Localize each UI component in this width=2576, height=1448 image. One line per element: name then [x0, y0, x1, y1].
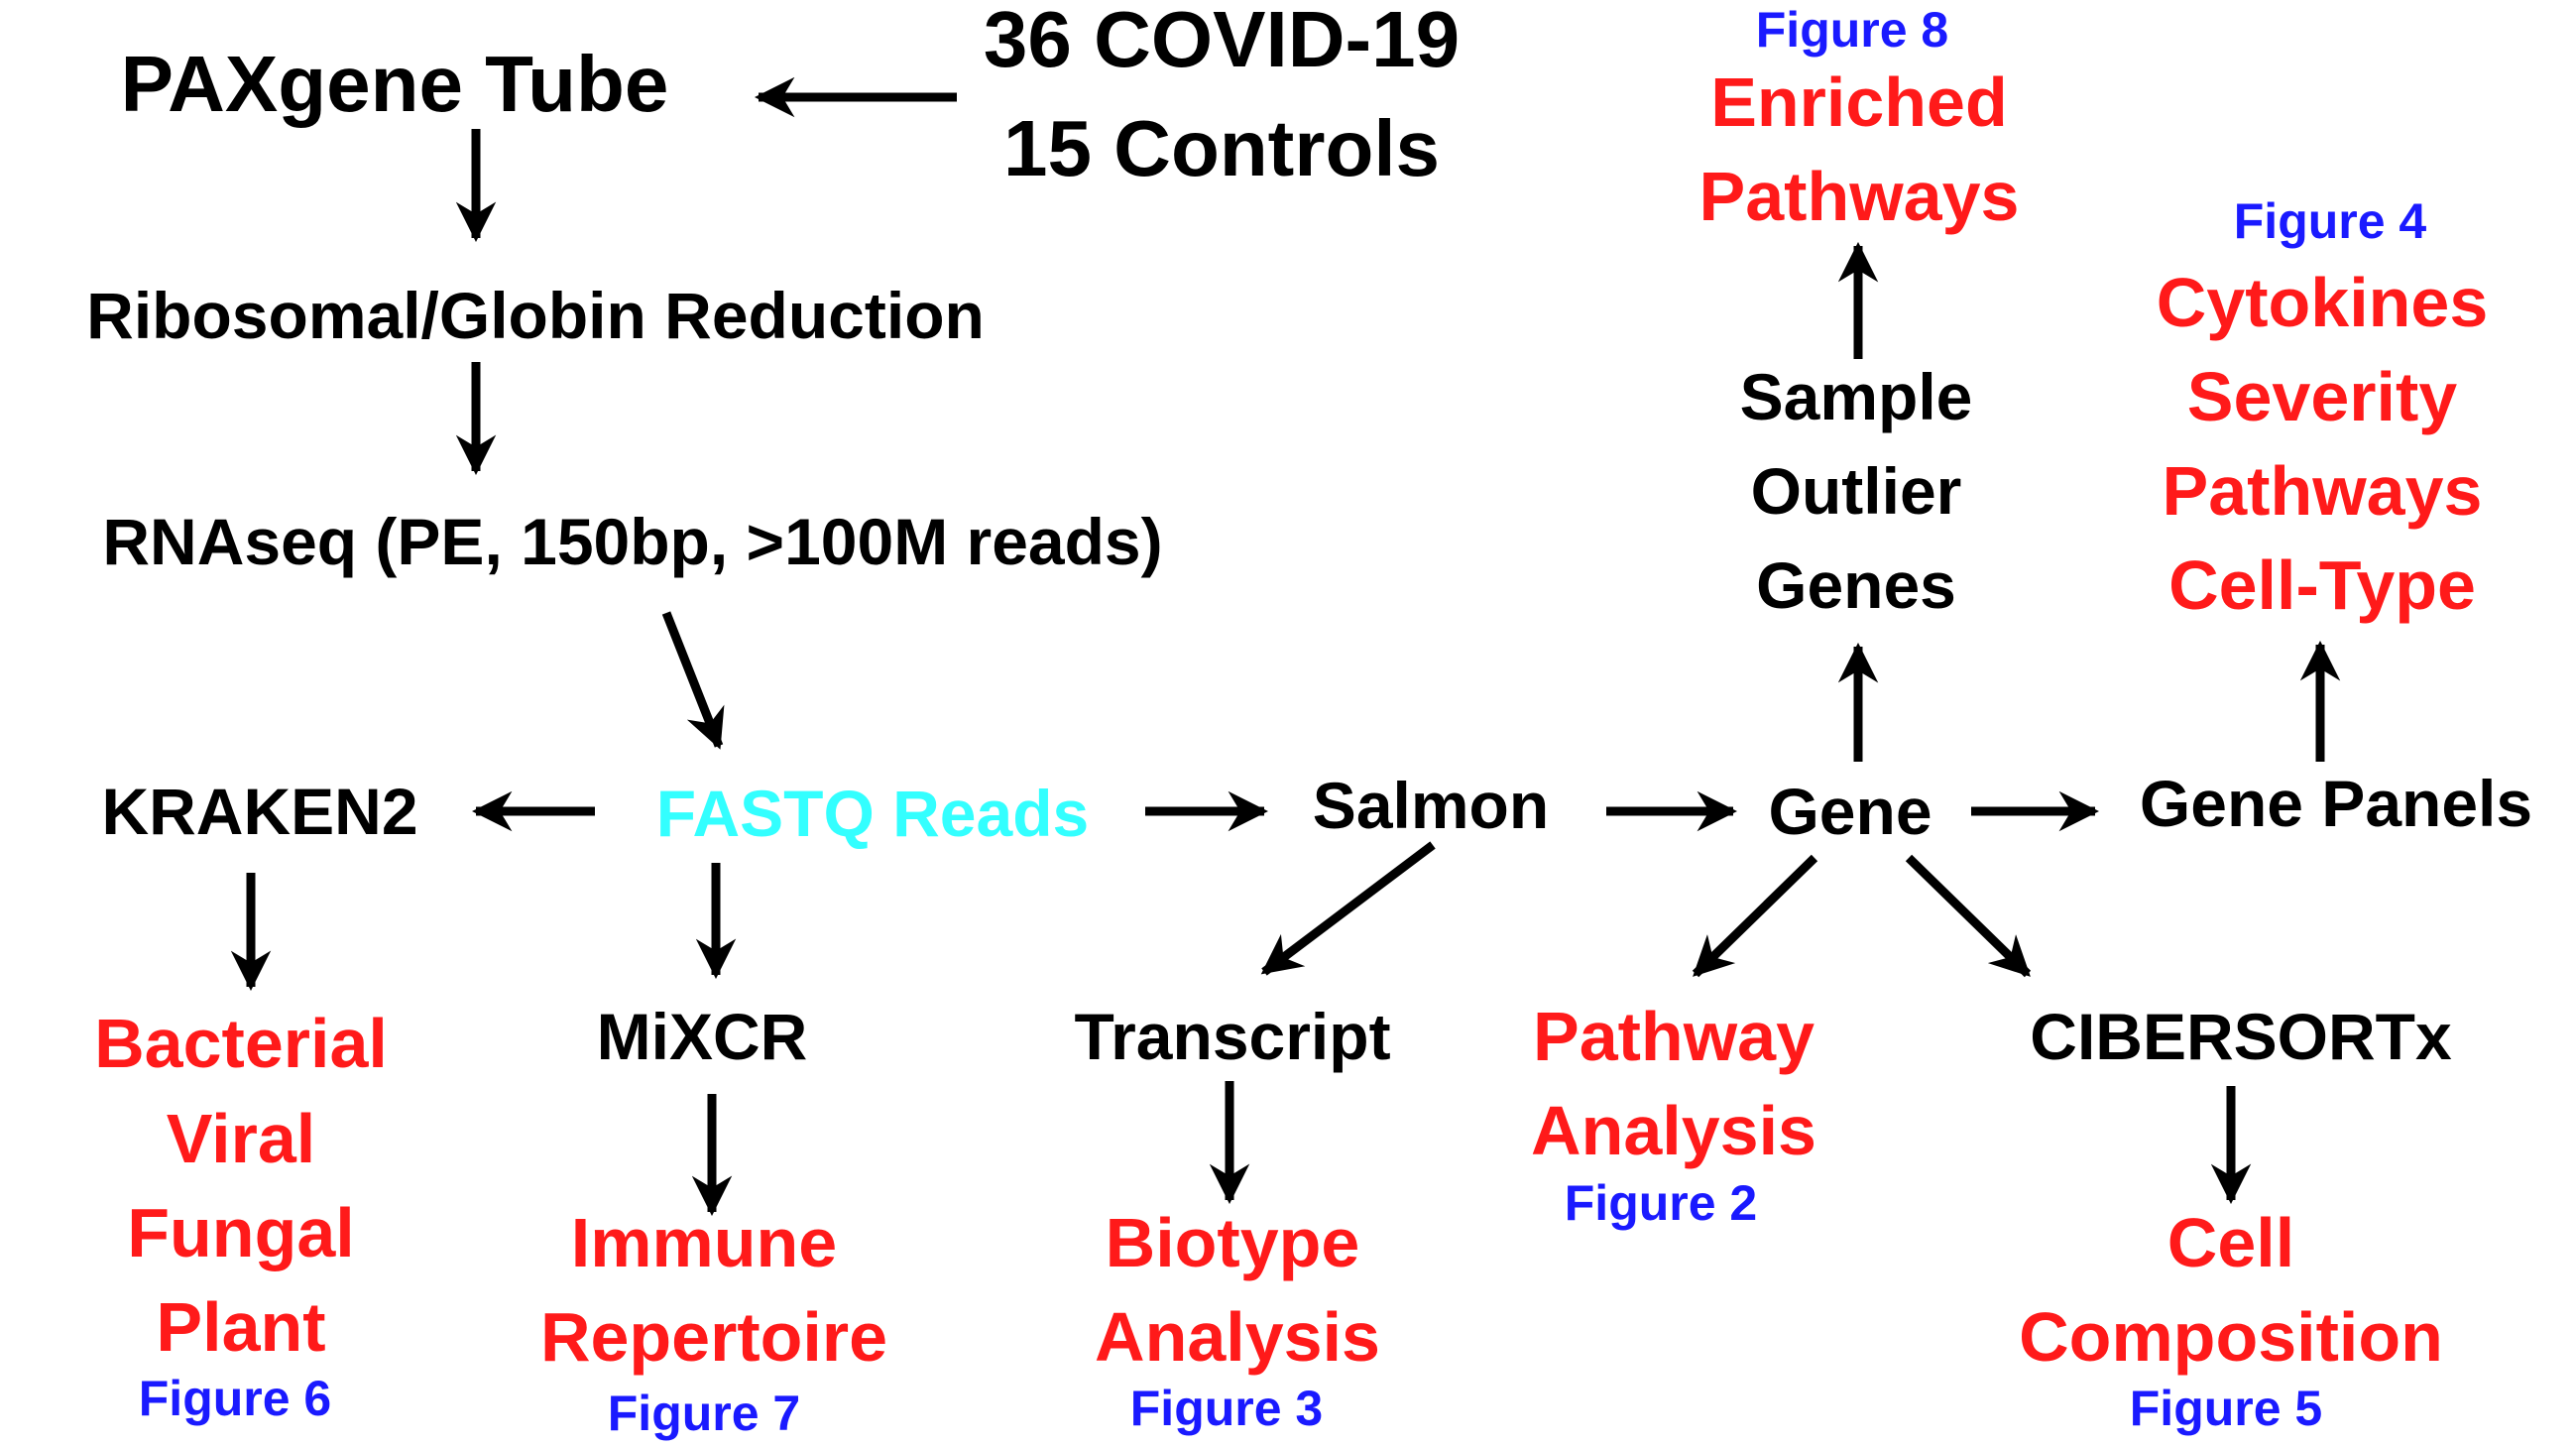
output-cell-type: Cell-Type: [2168, 546, 2476, 624]
output-enriched-pathways: Pathways: [1698, 158, 2020, 235]
output-cytokines: Cytokines: [2156, 264, 2489, 341]
samples-covid-label: 36 COVID-19: [983, 0, 1461, 83]
figure-6-ref: Figure 6: [138, 1371, 332, 1426]
figure-3-ref: Figure 3: [1129, 1381, 1324, 1436]
arrow-rnaseq-to-fastq: [661, 611, 725, 750]
figure-4-ref: Figure 4: [2233, 193, 2427, 249]
gene-node: Gene: [1768, 775, 1932, 848]
figure-8-ref: Figure 8: [1755, 2, 1949, 58]
output-biotype-analysis: Analysis: [1095, 1298, 1380, 1376]
output-pathway: Pathway: [1533, 998, 1815, 1075]
fastq-node: FASTQ Reads: [655, 777, 1090, 850]
output-severity: Severity: [2186, 358, 2458, 435]
output-plant: Plant: [156, 1288, 326, 1366]
output-immune: Immune: [570, 1204, 838, 1281]
output-pathway-analysis: Analysis: [1531, 1092, 1816, 1169]
salmon-node: Salmon: [1312, 769, 1550, 842]
output-viral: Viral: [166, 1100, 316, 1177]
arrow-salmon-to-transcript: [1260, 841, 1436, 976]
arrow-gene-to-pathway: [1692, 854, 1818, 978]
cibersort-node: CIBERSORTx: [2030, 1000, 2452, 1073]
output-panel-pathways: Pathways: [2162, 452, 2483, 530]
output-fungal: Fungal: [127, 1194, 355, 1271]
gene-panels-node: Gene Panels: [2139, 767, 2533, 840]
output-bacterial: Bacterial: [94, 1005, 388, 1082]
arrow-gene-to-cibersort: [1905, 854, 2032, 978]
figure-7-ref: Figure 7: [607, 1386, 801, 1441]
outlier-line-2: Outlier: [1750, 454, 1962, 528]
output-composition: Composition: [2019, 1298, 2443, 1376]
kraken-node: KRAKEN2: [101, 775, 418, 848]
reduction-node: Ribosomal/Globin Reduction: [86, 279, 985, 352]
figure-5-ref: Figure 5: [2129, 1381, 2323, 1436]
samples-controls-label: 15 Controls: [1002, 104, 1441, 192]
paxgene-node: PAXgene Tube: [120, 40, 669, 128]
output-biotype: Biotype: [1105, 1204, 1360, 1281]
transcript-node: Transcript: [1074, 1000, 1391, 1073]
outlier-line-3: Genes: [1756, 548, 1956, 622]
output-repertoire: Repertoire: [539, 1298, 888, 1376]
output-cell: Cell: [2166, 1204, 2295, 1281]
outlier-line-1: Sample: [1739, 360, 1973, 433]
mixcr-node: MiXCR: [596, 1000, 808, 1073]
rnaseq-node: RNAseq (PE, 150bp, >100M reads): [102, 505, 1163, 578]
output-enriched: Enriched: [1710, 63, 2008, 141]
figure-2-ref: Figure 2: [1564, 1175, 1758, 1231]
